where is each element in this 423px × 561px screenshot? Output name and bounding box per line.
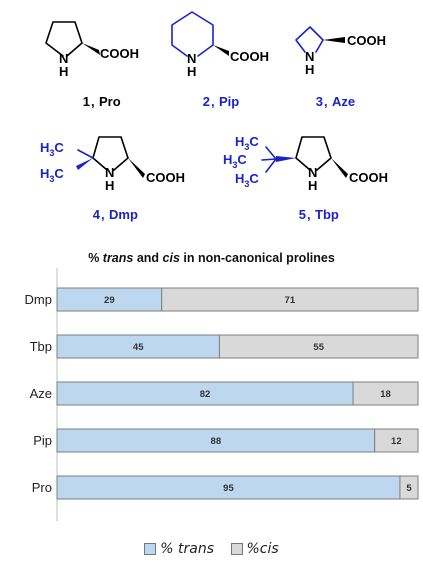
category-label: Dmp: [25, 292, 52, 307]
legend-swatch-cis: [230, 543, 243, 555]
data-label: 5: [406, 483, 412, 494]
tbp-h: H: [308, 178, 317, 193]
bar-segment-cis: [352, 381, 419, 406]
dmp-h: H: [105, 178, 114, 193]
aze-n: N: [305, 49, 314, 64]
structure-dmp: N H COOH H3C H3C 4 , Dmp: [40, 136, 185, 222]
aze-acid: COOH: [347, 33, 386, 48]
pro-name: Pro: [99, 94, 121, 109]
dmp-comma: ,: [101, 207, 105, 222]
pro-n: N: [59, 51, 68, 66]
structure-pro: N H COOH 1 , Pro: [45, 21, 139, 109]
pro-number: 1: [83, 94, 90, 109]
bar-segment-cis: [374, 428, 419, 453]
dmp-me2-h: H: [40, 166, 49, 181]
data-label: 71: [285, 295, 296, 306]
pro-comma: ,: [91, 94, 95, 109]
pip-comma: ,: [211, 94, 215, 109]
svg-text:H3C: H3C: [40, 166, 64, 184]
bar-segment-cis: [218, 334, 419, 359]
dmp-name: Dmp: [109, 207, 138, 222]
title-part-4: in non-canonical prolines: [179, 251, 335, 265]
bar-segment-cis: [161, 287, 419, 312]
category-label: Pro: [32, 480, 52, 495]
dmp-acid: COOH: [146, 170, 185, 185]
tbp-me3-c: C: [249, 171, 259, 186]
pro-h: H: [59, 64, 68, 79]
dmp-me2-sub: 3: [49, 174, 54, 184]
svg-text:H3C: H3C: [223, 152, 247, 170]
legend-item-trans: % trans: [144, 541, 214, 557]
dmp-me1-cc: C: [54, 140, 64, 155]
chemical-structures: .bond { stroke:#000; stroke-width:1.6; f…: [40, 11, 388, 222]
dmp-me2-c: C: [54, 166, 64, 181]
tbp-me1-h: H: [235, 134, 244, 149]
data-label: 88: [211, 436, 222, 447]
legend-label-cis: %cis: [246, 541, 279, 557]
data-label: 55: [313, 342, 324, 353]
structure-pip: N H COOH 2 , Pip: [171, 11, 269, 109]
aze-number: 3: [316, 94, 323, 109]
svg-text:H3C: H3C: [235, 171, 259, 189]
chart-title: % trans and cis in non-canonical proline…: [0, 251, 423, 265]
bar-segment-cis: [399, 475, 419, 500]
tbp-comma: ,: [307, 207, 311, 222]
dmp-number: 4: [93, 207, 101, 222]
pip-number: 2: [203, 94, 210, 109]
tbp-acid: COOH: [349, 170, 388, 185]
chart-legend: % trans %cis: [0, 541, 423, 559]
category-label: Aze: [30, 386, 52, 401]
tbp-number: 5: [299, 207, 306, 222]
data-label: 29: [104, 295, 115, 306]
data-label: 82: [200, 389, 211, 400]
dmp-me1-sub: 3: [49, 148, 54, 158]
category-label: Pip: [33, 433, 52, 448]
tbp-n: N: [308, 165, 317, 180]
data-label: 45: [133, 342, 144, 353]
tbp-me3-h: H: [235, 171, 244, 186]
tbp-me3-sub: 3: [244, 179, 249, 189]
pip-h: H: [187, 64, 196, 79]
svg-text:H3C: H3C: [40, 140, 64, 158]
legend-label-trans: % trans: [160, 541, 215, 557]
title-part-2: and: [133, 251, 163, 265]
dmp-me1-c: H: [40, 140, 49, 155]
title-part-3: cis: [162, 251, 180, 265]
tbp-me1-c: C: [249, 134, 259, 149]
tbp-me1-sub: 3: [244, 142, 249, 152]
aze-h: H: [305, 62, 314, 77]
aze-comma: ,: [324, 94, 328, 109]
tbp-me2-h: H: [223, 152, 232, 167]
dmp-n: N: [105, 165, 114, 180]
tbp-me2-sub: 3: [232, 160, 237, 170]
tbp-me2-c: C: [237, 152, 247, 167]
pip-n: N: [187, 51, 196, 66]
title-part-1: trans: [102, 251, 134, 265]
pip-acid: COOH: [230, 49, 269, 64]
tbp-name: Tbp: [315, 207, 339, 222]
title-part-0: %: [88, 251, 103, 265]
legend-swatch-trans: [144, 543, 157, 555]
structure-tbp: N H COOH H3C H3C H3C 5 , Tbp: [223, 134, 388, 222]
legend-item-cis: %cis: [230, 541, 279, 557]
category-label: Tbp: [30, 339, 52, 354]
data-label: 12: [391, 436, 402, 447]
structure-aze: N H COOH 3 , Aze: [295, 26, 386, 109]
svg-text:H3C: H3C: [235, 134, 259, 152]
pip-name: Pip: [219, 94, 239, 109]
pro-acid: COOH: [100, 46, 139, 61]
data-label: 95: [223, 483, 234, 494]
data-label: 18: [380, 389, 391, 400]
aze-name: Aze: [332, 94, 355, 109]
